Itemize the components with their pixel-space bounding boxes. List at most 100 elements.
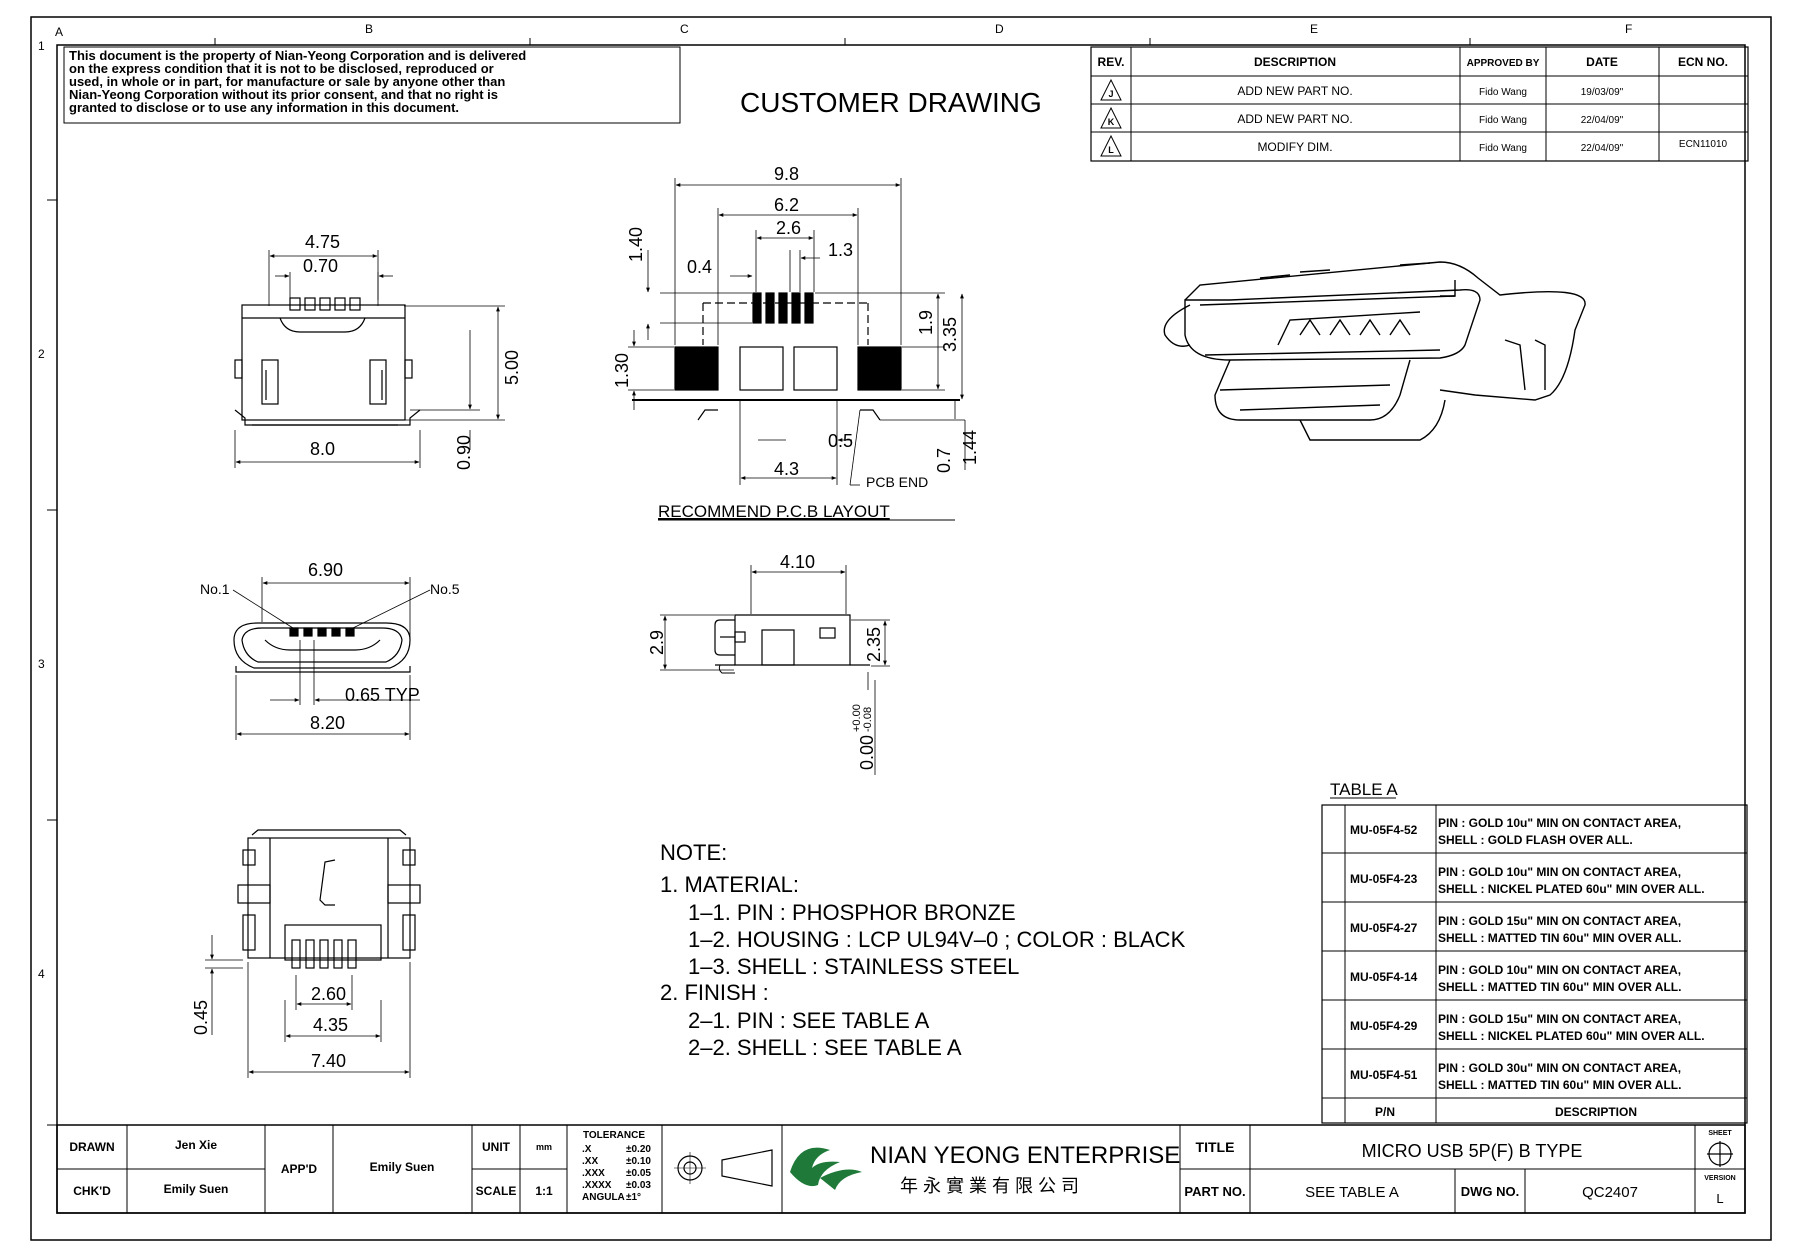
rev-row-3-description: MODIFY DIM. — [1257, 140, 1332, 154]
dim-0-00-tol-plus: +0.00 — [851, 704, 863, 732]
revision-triangle-icon — [1100, 78, 1122, 157]
zone-markers: A B C D E F 1 2 3 4 — [38, 22, 1632, 1126]
tolerance-value-3: ±0.05 — [626, 1168, 651, 1179]
note-shell-finish: 2–2. SHELL : SEE TABLE A — [688, 1035, 962, 1060]
version-label: VERSION — [1704, 1175, 1736, 1182]
table-a: TABLE A MU-05F4-52 MU-05F4-23 MU-05F4-27… — [1321, 780, 1748, 1124]
table-a-row-6-pn: MU-05F4-51 — [1350, 1068, 1418, 1082]
appd-value: Emily Suen — [370, 1160, 435, 1174]
table-a-row-3-line-2: SHELL : MATTED TIN 60u" MIN OVER ALL. — [1438, 931, 1681, 945]
dim-2-60: 2.60 — [311, 984, 346, 1004]
note-finish: 2. FINISH : — [660, 980, 769, 1005]
part-no-label: PART NO. — [1184, 1184, 1245, 1199]
note-heading: NOTE: — [660, 840, 727, 865]
logo-icon — [790, 1147, 862, 1190]
dim-4-35: 4.35 — [313, 1015, 348, 1035]
opening-view-dims: 6.90 No.1 No.5 0.65 TYP 8.20 — [200, 560, 460, 733]
rev-row-3-approved: Fido Wang — [1479, 143, 1527, 154]
dim-0-00-tol-minus: -0.08 — [862, 707, 874, 732]
isometric-view — [1163, 261, 1586, 441]
rev-col-rev: REV. — [1098, 55, 1125, 69]
dim-5-00: 5.00 — [502, 350, 522, 385]
notice-line-2: on the express condition that it is not … — [69, 61, 494, 76]
notice-line-3: used, in whole or in part, for manufactu… — [69, 74, 505, 89]
sheet-label: SHEET — [1708, 1130, 1732, 1137]
dim-3-35: 3.35 — [940, 317, 960, 352]
pin-no-1-label: No.1 — [200, 581, 230, 597]
note-pin-material: 1–1. PIN : PHOSPHOR BRONZE — [688, 900, 1016, 925]
outer-border — [30, 16, 1772, 1241]
notice-line-4: Nian-Yeong Corporation without its prior… — [69, 87, 498, 102]
scale-label: SCALE — [476, 1184, 517, 1198]
table-a-col-pn: P/N — [1375, 1105, 1395, 1119]
dim-4-10: 4.10 — [780, 552, 815, 572]
table-a-row-4-line-2: SHELL : MATTED TIN 60u" MIN OVER ALL. — [1438, 980, 1681, 994]
rev-col-date: DATE — [1586, 55, 1618, 69]
table-a-row-5-line-1: PIN : GOLD 15u" MIN ON CONTACT AREA, — [1438, 1012, 1681, 1026]
dwg-no-value: QC2407 — [1582, 1184, 1638, 1201]
side-view-dims: 4.10 2.9 2.35 0.00 +0.00 -0.08 — [647, 552, 884, 770]
rev-col-approved: APPROVED BY — [1467, 58, 1540, 69]
zone-row-4: 4 — [38, 967, 45, 981]
table-a-row-1-line-1: PIN : GOLD 10u" MIN ON CONTACT AREA, — [1438, 816, 1681, 830]
rev-col-description: DESCRIPTION — [1254, 55, 1336, 69]
dim-0-5: 0.5 — [828, 431, 853, 451]
table-a-row-3-pn: MU-05F4-27 — [1350, 921, 1418, 935]
title-label: TITLE — [1196, 1139, 1235, 1155]
table-a-col-description: DESCRIPTION — [1555, 1105, 1637, 1119]
bottom-view — [205, 829, 421, 1078]
drawn-label: DRAWN — [69, 1140, 114, 1154]
dim-1-44: 1.44 — [960, 430, 980, 465]
dim-4-75: 4.75 — [305, 232, 340, 252]
rev-row-1-approved: Fido Wang — [1479, 87, 1527, 98]
dim-7-40: 7.40 — [311, 1051, 346, 1071]
table-a-row-1-line-2: SHELL : GOLD FLASH OVER ALL. — [1438, 833, 1633, 847]
rev-row-1-date: 19/03/09" — [1581, 87, 1624, 98]
dim-0-65-typ: 0.65 TYP — [345, 685, 420, 705]
dim-0-7: 0.7 — [934, 448, 954, 473]
company-name-cn: 年 永 實 業 有 限 公 司 — [900, 1176, 1079, 1196]
zone-col-f: F — [1625, 22, 1632, 36]
table-a-row-2-line-1: PIN : GOLD 10u" MIN ON CONTACT AREA, — [1438, 865, 1681, 879]
table-a-row-4-pn: MU-05F4-14 — [1350, 970, 1418, 984]
pcb-layout-caption: RECOMMEND P.C.B LAYOUT — [658, 502, 890, 521]
chkd-value: Emily Suen — [164, 1182, 229, 1196]
rev-row-3-ecn: ECN11010 — [1679, 139, 1728, 150]
pcb-layout-dims: 9.8 6.2 2.6 1.3 0.4 1.40 1.30 1.9 3.35 0… — [612, 164, 980, 521]
table-a-row-5-pn: MU-05F4-29 — [1350, 1019, 1418, 1033]
tolerance-value-5: ±1° — [626, 1192, 641, 1203]
note-shell: 1–3. SHELL : STAINLESS STEEL — [688, 954, 1019, 979]
dim-1-9: 1.9 — [916, 310, 936, 335]
tolerance-key-4: .XXXX — [582, 1180, 612, 1191]
drawing-title: MICRO USB 5P(F) B TYPE — [1362, 1141, 1583, 1161]
side-view — [660, 565, 890, 775]
proprietary-notice: This document is the property of Nian-Ye… — [63, 46, 681, 124]
zone-col-d: D — [995, 22, 1004, 36]
pin-no-5-label: No.5 — [430, 581, 460, 597]
notice-line-1: This document is the property of Nian-Ye… — [69, 48, 526, 63]
sheet-target-icon — [1707, 1141, 1733, 1167]
title-block: DRAWN CHK'D Jen Xie Emily Suen APP'D Emi… — [56, 1124, 1746, 1214]
zone-row-2: 2 — [38, 347, 45, 361]
tolerance-value-2: ±0.10 — [626, 1156, 651, 1167]
scale-value: 1:1 — [535, 1184, 553, 1198]
dim-9-8: 9.8 — [774, 164, 799, 184]
tolerance-value-1: ±0.20 — [626, 1144, 651, 1155]
zone-col-c: C — [680, 22, 689, 36]
note-material: 1. MATERIAL: — [660, 872, 799, 897]
drawn-value: Jen Xie — [175, 1138, 217, 1152]
zone-col-a: A — [55, 25, 63, 39]
tolerance-key-1: .X — [582, 1144, 592, 1155]
table-a-title: TABLE A — [1330, 780, 1398, 799]
dim-2-35: 2.35 — [864, 627, 884, 662]
company-name: NIAN YEONG ENTERPRISE — [870, 1142, 1180, 1169]
pcb-layout — [628, 178, 966, 486]
notice-line-5: granted to disclose or to use any inform… — [69, 100, 459, 115]
dim-0-45: 0.45 — [191, 1000, 211, 1035]
part-no-value: SEE TABLE A — [1305, 1184, 1399, 1201]
dim-6-90: 6.90 — [308, 560, 343, 580]
dim-8-0: 8.0 — [310, 439, 335, 459]
tolerance-title: TOLERANCE — [583, 1130, 645, 1141]
rev-row-1-description: ADD NEW PART NO. — [1237, 84, 1352, 98]
